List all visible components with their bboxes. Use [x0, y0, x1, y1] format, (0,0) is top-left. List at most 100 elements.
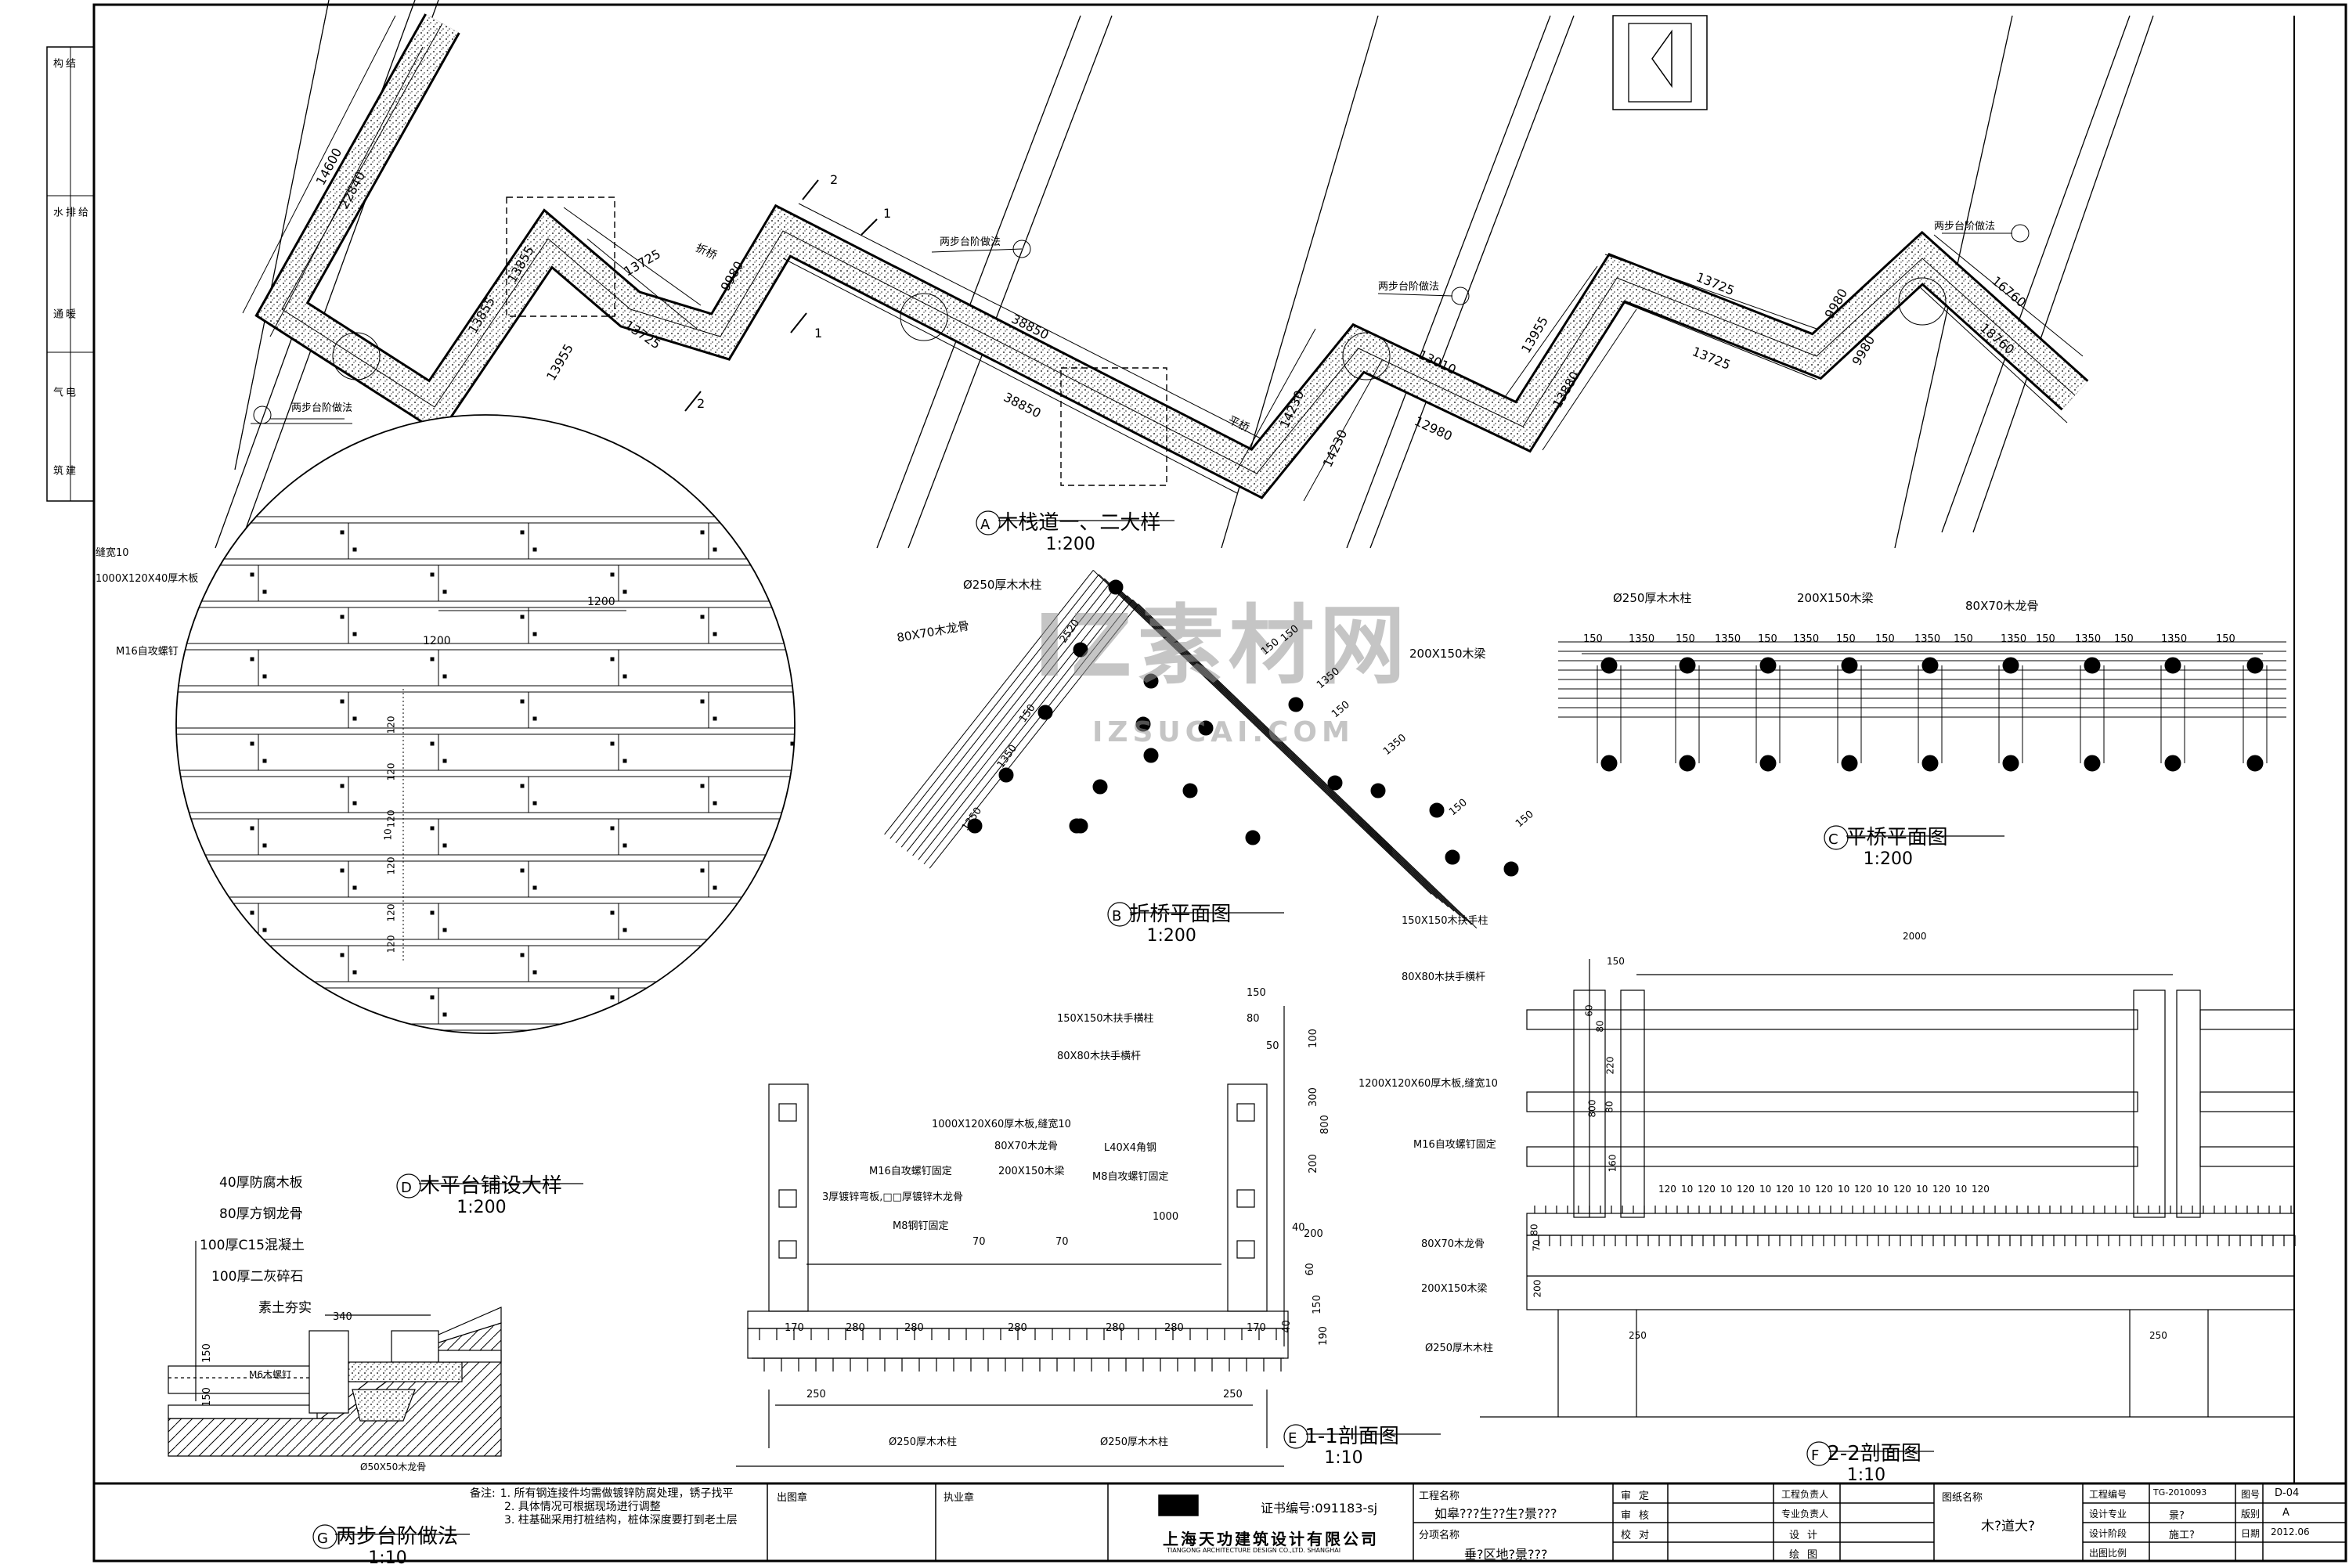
section-f-dim: 10: [1916, 1184, 1929, 1195]
section-f-dim: 120: [1854, 1184, 1872, 1195]
tb-info2-value-3: 2012.06: [2271, 1527, 2310, 1537]
plan-c-post-label: Ø250厚木木柱: [1613, 591, 1692, 605]
tb-drawing-label: 图纸名称: [1942, 1492, 1983, 1504]
section-f-dim: 10: [1955, 1184, 1968, 1195]
post-marker: [1092, 779, 1108, 795]
section-e-label-11: Ø250厚木木柱: [889, 1436, 958, 1448]
section-f-dim: 800: [1586, 1099, 1598, 1118]
note-1: 1. 所有钢连接件均需做镀锌防腐处理，锈子找平: [500, 1487, 734, 1500]
section-e-dim: 1000: [1153, 1211, 1179, 1223]
detail-d-dim-w5: 120: [385, 903, 397, 922]
tb-role2-4: 绘图: [1789, 1549, 1826, 1561]
section-e-label-1: 150X150木扶手横柱: [1057, 1013, 1154, 1025]
post-marker: [1600, 657, 1618, 674]
title-a-letter: A: [980, 517, 990, 533]
section-e-dim: 190: [1317, 1326, 1330, 1346]
title-e-text: 1-1剖面图: [1304, 1425, 1399, 1448]
section-e-dim: 60: [1304, 1263, 1316, 1276]
detail-g-layer-4: 100厚二灰碎石: [211, 1269, 304, 1285]
detail-g-layer-5: 素土夯实: [258, 1300, 312, 1316]
section-f-dim: 10: [1838, 1184, 1850, 1195]
section-e-dim: 200: [1307, 1154, 1319, 1173]
post-marker: [1429, 802, 1445, 818]
title-c-text: 平桥平面图: [1846, 826, 1948, 849]
post-marker: [1841, 657, 1858, 674]
title-g-scale: 1:10: [368, 1548, 407, 1568]
section-e-label-4: 80X70木龙骨: [994, 1141, 1058, 1152]
detail-d-dim-w4: 120: [385, 856, 397, 875]
title-e-letter: E: [1288, 1430, 1297, 1447]
detail-g-dim-150b: 150: [200, 1387, 213, 1407]
detail-g-label-screw: M6木螺钉: [249, 1369, 291, 1380]
title-g-text: 两步台阶做法: [335, 1525, 458, 1548]
tb-company: 上海天功建筑设计有限公司: [1163, 1530, 1379, 1548]
plan-c-dim: 1350: [2001, 633, 2027, 645]
plan-b-post-label: Ø250厚木木柱: [963, 578, 1042, 592]
view-title-markers: [312, 510, 2004, 1549]
post-marker: [2084, 657, 2101, 674]
tb-role-1: 审定: [1621, 1491, 1658, 1502]
plan-a-callout-3: 两步台阶做法: [1378, 281, 1440, 293]
post-marker: [1841, 755, 1858, 772]
section-f-label-1: 150X150木扶手柱: [1402, 915, 1488, 927]
title-b-letter: B: [1112, 908, 1122, 925]
section-f-dim: 10: [1720, 1184, 1733, 1195]
section-e-dim: 80: [1247, 1013, 1260, 1025]
title-g-letter: G: [317, 1530, 328, 1547]
detail-g-layer-1: 40厚防腐木板: [219, 1175, 303, 1191]
section-f-dim: 2000: [1903, 931, 1927, 942]
tb-role-3: 校对: [1621, 1530, 1658, 1541]
section-f-dim: 10: [1681, 1184, 1694, 1195]
section-f-dim: 60: [1583, 1004, 1595, 1017]
strip-arch: 建筑: [51, 465, 75, 475]
post-marker: [1245, 830, 1261, 845]
title-a-scale: 1:200: [1045, 535, 1095, 554]
post-marker: [1143, 673, 1159, 689]
plan-c-dim: 1350: [1914, 633, 1941, 645]
post-marker: [1759, 657, 1777, 674]
plan-a-annotations: [242, 15, 2084, 502]
post-marker: [2246, 657, 2264, 674]
strip-structure: 结构: [51, 58, 75, 68]
tb-role2-2: 专业负责人: [1781, 1509, 1829, 1519]
plan-b-beam-label: 200X150木梁: [1409, 647, 1486, 661]
section-e-label-3: 1000X120X60厚木板,缝宽10: [932, 1119, 1071, 1130]
title-f-scale: 1:10: [1846, 1465, 1886, 1485]
plan-c-dim: 150: [1954, 633, 1973, 645]
section-f-dim: 10: [1799, 1184, 1811, 1195]
tb-info-label-1: 工程编号: [2089, 1489, 2127, 1500]
detail-d-dim-gap: 10: [382, 828, 394, 841]
detail-g-layer-3: 100厚C15混凝土: [200, 1238, 305, 1253]
title-d-letter: D: [401, 1180, 412, 1196]
post-marker: [1288, 697, 1304, 712]
detail-d-gap-label: 缝宽10: [96, 547, 129, 559]
tb-info-value-1: TG-2010093: [2153, 1487, 2207, 1498]
section-f-dim: 120: [1658, 1184, 1676, 1195]
detail-d-dim-w6: 120: [385, 935, 397, 953]
section-f-dim: 120: [1815, 1184, 1833, 1195]
detail-g-dim-150a: 150: [200, 1343, 213, 1363]
strip-hvac: 暖通: [51, 308, 75, 319]
section-f-label-3: 1200X120X60厚木板,缝宽10: [1359, 1078, 1498, 1090]
section-e-label-6: 200X150木梁: [998, 1166, 1065, 1177]
tb-stamp-exec: 执业章: [944, 1492, 975, 1504]
boardwalk-path: [254, 13, 2089, 499]
section-e-dim: 40: [1280, 1320, 1293, 1333]
section-f-label-6: 200X150木梁: [1421, 1283, 1488, 1295]
section-f-dim: 80: [1604, 1101, 1615, 1113]
section-f-dim: 10: [1759, 1184, 1772, 1195]
section-f-dim: 120: [1698, 1184, 1716, 1195]
tb-sub-value: 垂?区地?景???: [1464, 1547, 1548, 1562]
plan-c-dim: 150: [2114, 633, 2134, 645]
title-c-scale: 1:200: [1863, 849, 1913, 869]
section-e-label-2: 80X80木扶手横杆: [1057, 1051, 1141, 1062]
section-e-dim: 170: [785, 1322, 804, 1334]
section-e-dim: 170: [1247, 1322, 1266, 1334]
title-f-text: 2-2剖面图: [1827, 1442, 1921, 1465]
section-f-dim: 160: [1607, 1154, 1618, 1173]
tb-drawing-value: 木?道大?: [1981, 1519, 2036, 1534]
